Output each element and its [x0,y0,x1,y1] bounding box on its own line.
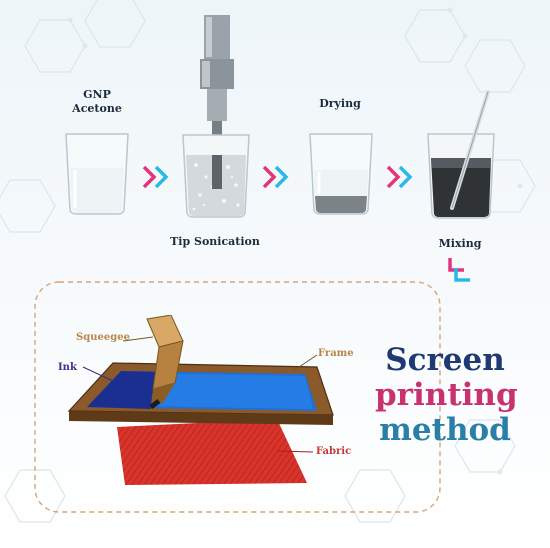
ink-pool [87,371,167,409]
title-method: method [379,412,511,448]
beaker-sonication-icon [182,15,250,218]
label-drying: Drying [319,97,361,110]
chevron-right-icon [386,165,413,189]
title-screen: Screen [385,342,505,378]
squeegee-leader [122,336,154,342]
frame-leader [292,354,318,372]
label-mixing: Mixing [438,237,482,250]
label-frame: Frame [318,348,354,359]
chevron-right-icon [142,165,169,189]
fabric-sheet [117,419,307,485]
label-squeegee: Squeegee [76,332,130,343]
fabric-leader [276,450,314,453]
label-fabric: Fabric [316,446,352,457]
ink-leader [82,366,114,382]
label-gnp-acetone: GNP Acetone [72,88,122,115]
turn-down-arrow-icon [448,258,470,282]
beaker-drying-icon [309,133,373,215]
label-tip-sonication: Tip Sonication [170,235,260,248]
title-printing: printing [375,377,518,413]
chevron-right-icon [262,165,289,189]
squeegee [146,315,184,409]
screen-printing-frame-box [34,281,441,513]
beaker-mixing-icon [427,90,495,219]
beaker-acetone-icon [65,133,129,215]
screen-printing-illustration [67,315,334,485]
label-ink: Ink [58,362,77,373]
